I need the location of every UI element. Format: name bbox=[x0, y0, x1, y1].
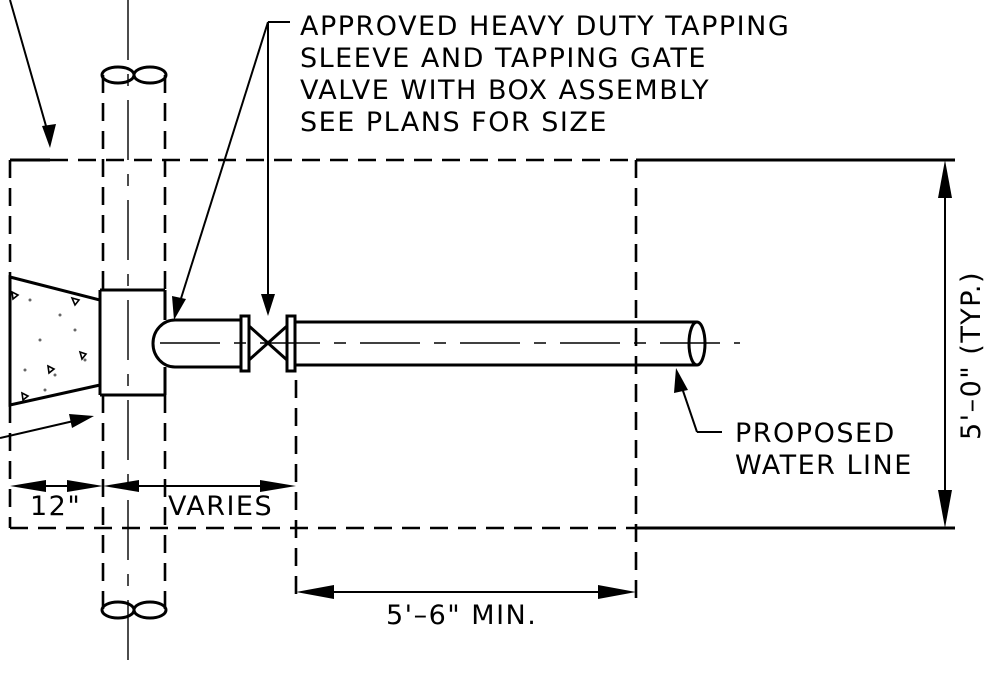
dimension-5-0-typ: 5'–0" (TYP.) bbox=[956, 271, 987, 440]
tapping-callout-line-3: VALVE WITH BOX ASSEMBLY bbox=[300, 75, 710, 106]
leader-lines bbox=[0, 0, 722, 439]
proposed-water-line-pipe bbox=[160, 320, 740, 367]
proposed-callout-line-2: WATER LINE bbox=[735, 450, 913, 481]
tapping-callout-line-4: SEE PLANS FOR SIZE bbox=[300, 107, 608, 138]
excavation-outline bbox=[8, 158, 955, 600]
tapping-sleeve bbox=[98, 288, 167, 397]
dimension-12-inch: 12" bbox=[30, 491, 81, 522]
existing-main-pipe bbox=[100, 0, 168, 673]
tapping-callout-line-1: APPROVED HEAVY DUTY TAPPING bbox=[300, 11, 790, 42]
tapping-callout-line-2: SLEEVE AND TAPPING GATE bbox=[300, 43, 707, 74]
dimension-5-6-min: 5'–6" MIN. bbox=[386, 600, 537, 631]
dimension-varies: VARIES bbox=[168, 491, 273, 522]
dimension-lines bbox=[10, 160, 952, 599]
proposed-callout-line-1: PROPOSED bbox=[735, 418, 896, 449]
thrust-block bbox=[8, 275, 102, 407]
